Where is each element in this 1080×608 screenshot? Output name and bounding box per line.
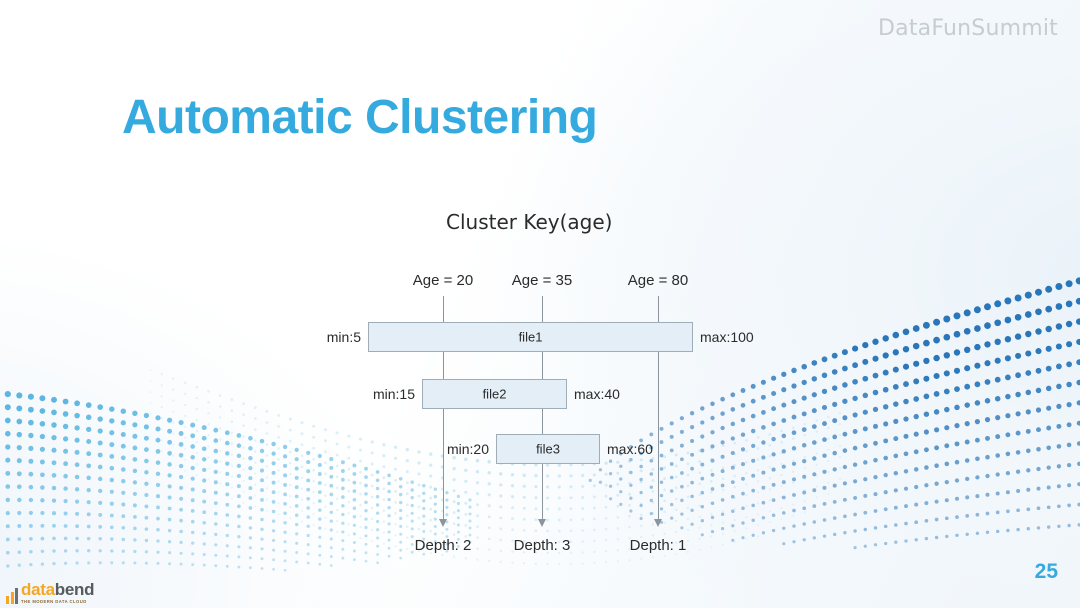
guide-line-3 bbox=[658, 296, 659, 522]
guide-line-2 bbox=[542, 296, 543, 522]
age-marker-label-1: Age = 20 bbox=[412, 272, 474, 289]
page-number: 25 bbox=[1034, 560, 1058, 583]
age-marker-label-2: Age = 35 bbox=[511, 272, 573, 289]
logo-bars-icon bbox=[6, 588, 18, 604]
min-label-file2: min:15 bbox=[372, 386, 415, 402]
file-range-bar-file2 bbox=[422, 379, 567, 409]
max-label-file3: max:60 bbox=[607, 441, 653, 457]
file-name-label-file3: file3 bbox=[536, 441, 560, 457]
logo-wordmark: databend THE MODERN DATA CLOUD bbox=[21, 581, 94, 604]
min-label-file3: min:20 bbox=[446, 441, 489, 457]
guide-arrow-icon-3 bbox=[654, 519, 662, 527]
cluster-key-label: Cluster Key(age) bbox=[446, 210, 613, 234]
guide-arrow-icon-1 bbox=[439, 519, 447, 527]
logo-tagline: THE MODERN DATA CLOUD bbox=[21, 598, 87, 604]
logo-bend-text: bend bbox=[54, 580, 95, 600]
min-label-file1: min:5 bbox=[326, 329, 361, 345]
depth-label-1: Depth: 2 bbox=[414, 537, 472, 554]
file-range-bar-file1 bbox=[368, 322, 693, 352]
depth-label-2: Depth: 3 bbox=[513, 537, 571, 554]
databend-logo: databend THE MODERN DATA CLOUD bbox=[6, 581, 94, 604]
brand-header: DataFunSummit bbox=[878, 16, 1058, 41]
file-name-label-file2: file2 bbox=[482, 386, 507, 402]
file-range-bar-file3 bbox=[496, 434, 600, 464]
guide-line-1 bbox=[443, 296, 444, 522]
age-marker-label-3: Age = 80 bbox=[627, 272, 689, 289]
guide-arrow-icon-2 bbox=[538, 519, 546, 527]
max-label-file1: max:100 bbox=[700, 329, 754, 345]
logo-words: databend bbox=[21, 581, 94, 598]
depth-label-3: Depth: 1 bbox=[629, 537, 687, 554]
file-name-label-file1: file1 bbox=[518, 329, 543, 345]
page-title: Automatic Clustering bbox=[122, 91, 598, 144]
max-label-file2: max:40 bbox=[574, 386, 620, 402]
logo-data-text: data bbox=[21, 580, 55, 600]
